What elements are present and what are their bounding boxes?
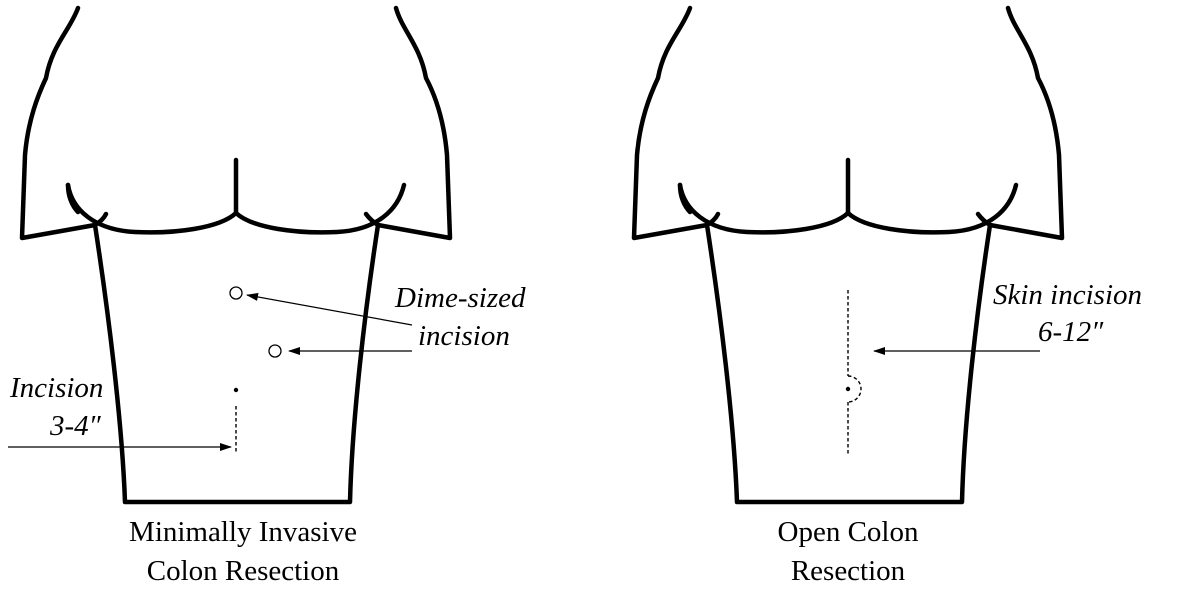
incision-label-line2: 3-4″: [49, 410, 102, 442]
skin-label-line1: Skin incision: [993, 279, 1142, 311]
left-caption-line2: Colon Resection: [147, 555, 340, 587]
right-caption-line1: Open Colon: [778, 516, 919, 548]
dime-label-line2: incision: [418, 320, 510, 352]
dime-label-line1: Dime-sized: [394, 282, 526, 314]
port-incision-lower: [269, 345, 281, 357]
skin-label-line2: 6-12″: [1038, 316, 1104, 348]
incision-label-line1: Incision: [9, 372, 103, 404]
navel-dot: [846, 387, 850, 391]
left-caption-line1: Minimally Invasive: [129, 516, 357, 548]
right-caption-line2: Resection: [791, 555, 906, 587]
dime-arrow-upper: [247, 295, 412, 325]
port-incision-upper: [230, 287, 242, 299]
port-dot: [234, 388, 238, 392]
